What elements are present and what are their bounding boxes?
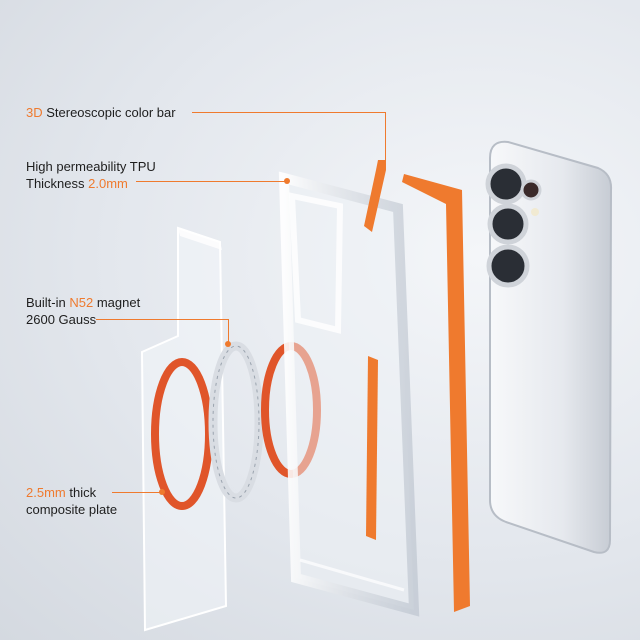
color-bar-text: Stereoscopic color bar: [42, 105, 176, 120]
leader-magnet-v: [228, 319, 229, 343]
leader-tpu: [136, 181, 286, 182]
leader-color-bar-h: [192, 112, 386, 113]
plate-line-1: 2.5mm thick: [26, 485, 97, 500]
camera-lens-3: [486, 244, 530, 288]
leader-magnet: [96, 319, 228, 320]
camera-lens-1: [485, 163, 527, 205]
plate-thickness: 2.5mm: [26, 485, 66, 500]
phone: [485, 140, 613, 554]
tpu-line-2: Thickness 2.0mm: [26, 176, 128, 191]
camera-flash: [531, 208, 539, 216]
callout-tpu: High permeability TPU Thickness 2.0mm: [26, 158, 156, 192]
leader-color-bar-v: [385, 112, 386, 162]
magnet-line-1: Built-in N52 magnet: [26, 295, 141, 310]
leader-plate: [112, 492, 162, 493]
tpu-clear-case: [278, 171, 420, 617]
leader-tpu-dot: [284, 178, 290, 184]
orange-color-bar: [364, 160, 470, 612]
n52-magnet-ring: [208, 341, 264, 503]
callout-magnet: Built-in N52 magnet 2600 Gauss: [26, 294, 140, 328]
magnet-line-2: 2600 Gauss: [26, 312, 97, 327]
tpu-thickness: 2.0mm: [88, 176, 128, 191]
magnet-grade: N52: [69, 295, 94, 310]
camera-lens-2: [487, 203, 529, 245]
callout-plate: 2.5mm thick composite plate: [26, 484, 117, 518]
color-bar-accent: 3D: [26, 105, 43, 120]
leader-magnet-dot: [225, 341, 231, 347]
callout-color-bar: 3D Stereoscopic color bar: [26, 104, 176, 121]
tpu-line-1: High permeability TPU: [26, 159, 156, 174]
camera-lens-4: [520, 179, 542, 201]
plate-line-2: composite plate: [26, 502, 118, 517]
leader-plate-dot: [159, 489, 165, 495]
